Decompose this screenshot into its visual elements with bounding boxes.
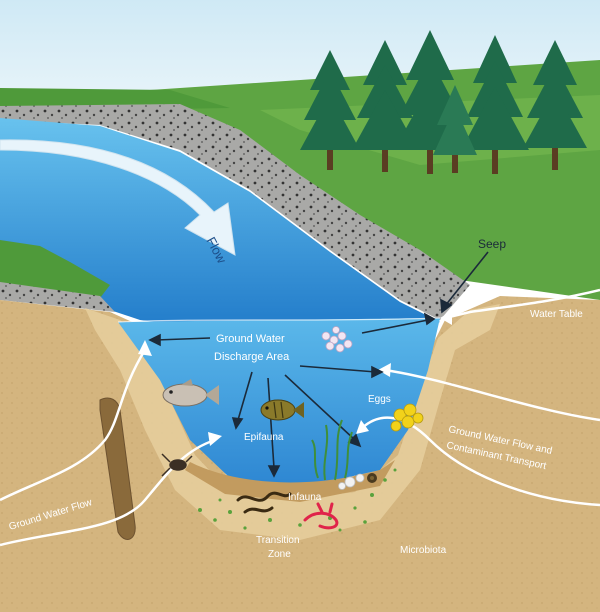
flow-arrow bbox=[0, 139, 236, 256]
riverbed bbox=[185, 460, 395, 502]
groundwater-flow-arrowheads bbox=[138, 311, 452, 446]
transition-zone bbox=[85, 304, 500, 540]
transition-zone-label-line2: Zone bbox=[268, 549, 291, 560]
eggs-label: Eggs bbox=[368, 394, 391, 405]
fish-icon bbox=[260, 399, 304, 421]
gravel-bank bbox=[0, 104, 470, 320]
transition-zone-label-line1: Transition bbox=[256, 535, 300, 546]
grass-bank-left bbox=[0, 240, 110, 298]
water-surface-line bbox=[117, 317, 441, 323]
groundwater-flow-lines bbox=[0, 288, 600, 547]
water-table-label: Water Table bbox=[530, 309, 583, 320]
microbiota-label: Microbiota bbox=[400, 545, 447, 556]
gw-discharge-label-line1: Ground Water bbox=[216, 333, 285, 345]
pebbles bbox=[338, 473, 365, 490]
pointer-arrows bbox=[148, 251, 489, 478]
seep-label: Seep bbox=[478, 237, 506, 251]
infauna-label: Infauna bbox=[288, 492, 322, 503]
microbiota-dots bbox=[198, 468, 397, 532]
tree-icon bbox=[300, 30, 587, 174]
aquatic-plant-icon bbox=[311, 419, 353, 481]
shrimp-icon bbox=[303, 502, 339, 530]
snail-icon bbox=[367, 473, 377, 483]
epifauna-label: Epifauna bbox=[244, 432, 284, 443]
worm-icon bbox=[236, 491, 292, 514]
gw-discharge-label-line2: Discharge Area bbox=[214, 351, 290, 363]
crayfish-icon bbox=[161, 453, 193, 477]
eggs-icon bbox=[321, 326, 353, 353]
fish-icon bbox=[162, 379, 219, 407]
gravel-lip-left bbox=[0, 282, 115, 312]
eggs-icon bbox=[390, 403, 424, 432]
